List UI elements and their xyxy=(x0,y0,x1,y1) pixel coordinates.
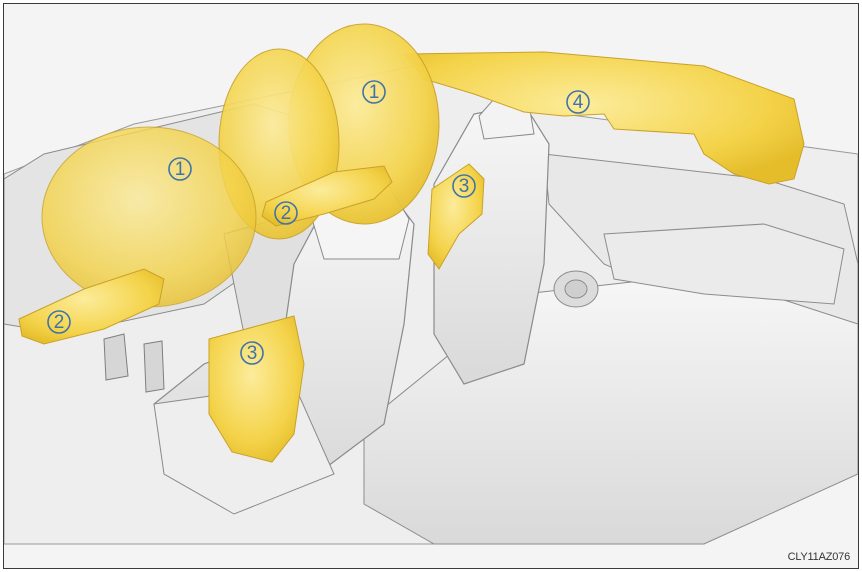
callout-label: 2 xyxy=(281,203,292,224)
callout-label: 4 xyxy=(573,92,584,113)
pedal xyxy=(144,341,164,392)
callout-label: 3 xyxy=(459,176,470,197)
callout-label: 2 xyxy=(54,312,65,333)
callout-label: 1 xyxy=(175,159,186,180)
car-interior-illustration: 1 1 2 2 3 3 4 xyxy=(4,4,858,568)
diagram-frame: 1 1 2 2 3 3 4 CLY11AZ076 xyxy=(3,3,859,569)
pedal xyxy=(104,334,128,380)
figure-code: CLY11AZ076 xyxy=(788,551,850,563)
callout-label: 1 xyxy=(369,82,380,103)
speaker xyxy=(565,280,587,298)
callout-label: 3 xyxy=(247,343,258,364)
